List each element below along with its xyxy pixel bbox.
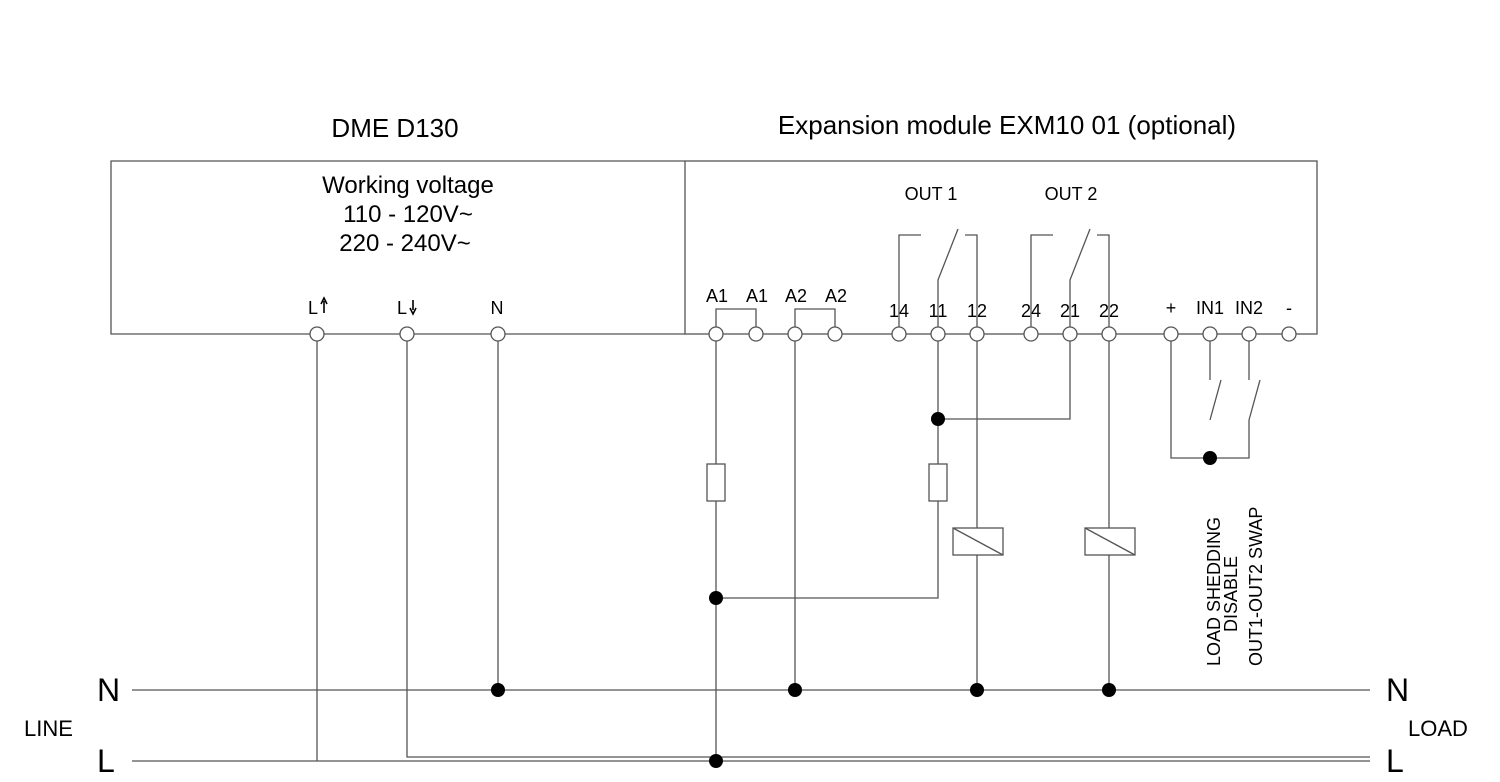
terminal <box>969 326 985 342</box>
line-label: LINE <box>24 716 73 741</box>
in2-label: OUT1-OUT2 SWAP <box>1246 507 1266 666</box>
out2-contact-symbol <box>1030 228 1110 327</box>
line-l-label: L <box>97 743 115 779</box>
terminal <box>399 326 415 342</box>
in1-label-line2: DISABLE <box>1221 556 1241 632</box>
junction-dot <box>931 412 945 426</box>
device-title: DME D130 <box>331 113 458 143</box>
terminal <box>1101 326 1117 342</box>
voltage-range-1: 110 - 120V~ <box>343 201 473 228</box>
terminal-label-n: N <box>491 298 504 318</box>
fuse-11 <box>928 463 948 502</box>
junction-dot <box>970 683 984 697</box>
device-terminal-labels: L L N <box>308 296 504 318</box>
device-box <box>110 160 685 335</box>
terminal-label-l-in: L <box>397 298 407 318</box>
terminal <box>309 326 325 342</box>
junction-dot <box>1203 451 1217 465</box>
arrow-up-icon <box>320 296 328 313</box>
terminal <box>787 326 803 342</box>
terminal <box>891 326 907 342</box>
terminal-label-plus: + <box>1166 298 1177 318</box>
module-title: Expansion module EXM10 01 (optional) <box>778 110 1236 140</box>
switch-in1-blade <box>1209 379 1222 421</box>
terminal-label-a2-2: A2 <box>825 286 847 306</box>
in1-label-line1: LOAD SHEDDING <box>1204 517 1224 666</box>
junction-dot <box>709 591 723 605</box>
terminal <box>1163 326 1179 342</box>
terminal-circles <box>309 326 1297 342</box>
junction-dot <box>491 683 505 697</box>
out1-label: OUT 1 <box>905 184 958 204</box>
terminal <box>748 326 764 342</box>
voltage-range-2: 220 - 240V~ <box>339 230 470 257</box>
module-box <box>684 160 1318 335</box>
out2-label: OUT 2 <box>1045 184 1098 204</box>
terminal-label-in2: IN2 <box>1235 298 1263 318</box>
load-n-label: N <box>1386 672 1409 708</box>
terminal <box>708 326 724 342</box>
junction-dots <box>491 412 1217 768</box>
a2-jumper <box>794 308 836 327</box>
terminal-label-a2-1: A2 <box>785 286 807 306</box>
a1-jumper <box>715 308 757 327</box>
terminal <box>1241 326 1257 342</box>
wire-l-in <box>406 341 1370 758</box>
terminal-label-a1-2: A1 <box>746 286 768 306</box>
line-n-label: N <box>97 672 120 708</box>
terminal <box>1023 326 1039 342</box>
switch-in2-blade <box>1248 379 1261 421</box>
terminal <box>490 326 506 342</box>
wire-21 <box>938 341 1071 420</box>
terminal-label-l-out: L <box>308 298 318 318</box>
load-l-label: L <box>1386 743 1404 779</box>
junction-dot <box>709 754 723 768</box>
terminal <box>1281 326 1297 342</box>
terminal-label-in1: IN1 <box>1196 298 1224 318</box>
terminal <box>1202 326 1218 342</box>
fuse-a1 <box>706 463 726 502</box>
terminal-label-minus: - <box>1286 298 1292 318</box>
module-terminal-labels: A1 A1 A2 A2 14 11 12 24 21 22 + IN1 IN2 … <box>706 286 1292 321</box>
load-label: LOAD <box>1408 716 1468 741</box>
wire-11 <box>716 341 939 599</box>
junction-dot <box>788 683 802 697</box>
coil-out1 <box>952 527 1004 556</box>
junction-dot <box>1102 683 1116 697</box>
terminal <box>827 326 843 342</box>
coil-out2 <box>1084 527 1136 556</box>
terminal <box>1062 326 1078 342</box>
arrow-down-icon <box>409 300 417 316</box>
voltage-title: Working voltage <box>322 172 494 199</box>
terminal-label-a1-1: A1 <box>706 286 728 306</box>
terminal <box>930 326 946 342</box>
out1-contact-symbol <box>898 228 978 327</box>
